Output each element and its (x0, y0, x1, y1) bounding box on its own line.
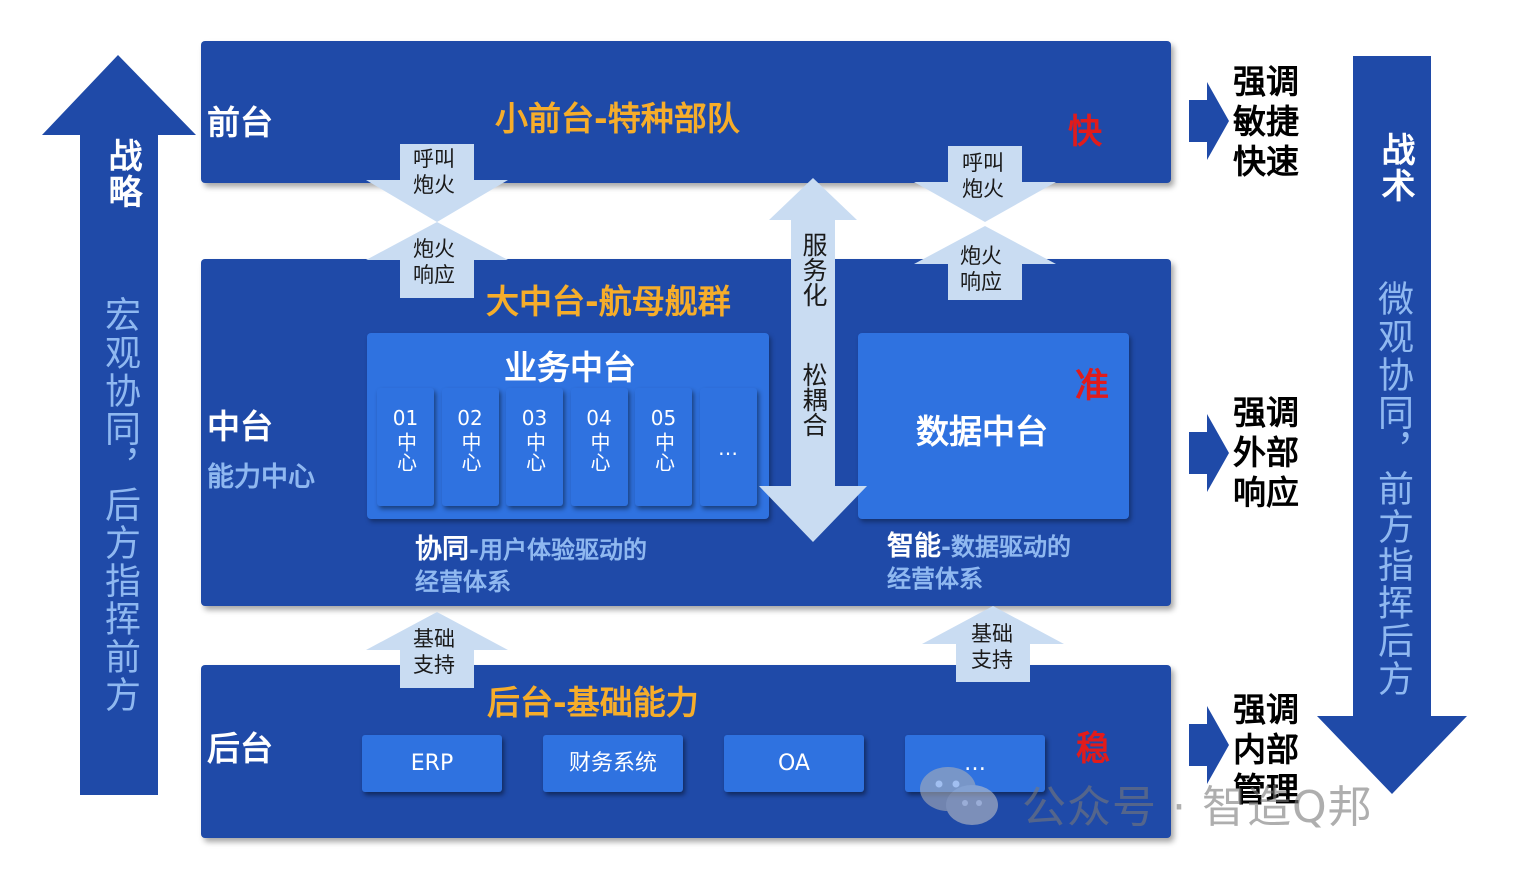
system-box: 财务系统 (543, 735, 683, 792)
emphasis-arrow-bottom (1189, 706, 1229, 784)
call-fire-arrow-left (366, 144, 508, 222)
fire-response-label-right: 炮火响应 (960, 244, 1002, 294)
data-platform-title: 数据中台 (916, 412, 1048, 451)
center-name: 中心 (651, 432, 676, 472)
center-number: 03 (521, 406, 548, 430)
fire-response-label-left: 炮火响应 (413, 237, 455, 287)
call-fire-label-left: 呼叫炮火 (413, 147, 455, 197)
basic-support-arrow-left (366, 612, 508, 688)
collab-strong: 协同 (415, 534, 469, 565)
system-box: ERP (362, 735, 502, 792)
collab-caption: 协同-用户体验驱动的 经营体系 (415, 534, 647, 598)
data-platform (858, 333, 1129, 519)
center-name: 中心 (522, 432, 547, 472)
center-card: … (699, 388, 757, 506)
front-tag: 快 (1068, 112, 1102, 152)
emphasis-middle: 强调外部响应 (1233, 393, 1299, 512)
emphasis-bottom: 强调内部管理 (1233, 690, 1299, 809)
collab-rest: -用户体验驱动的 (469, 536, 647, 564)
data-platform-tag: 准 (1075, 366, 1109, 406)
emphasis-arrow-middle (1189, 414, 1229, 492)
center-number: 01 (392, 406, 419, 430)
center-number: 04 (586, 406, 612, 430)
system-box: OA (724, 735, 864, 792)
basic-support-arrow-right (922, 606, 1064, 682)
middle-sublabel: 能力中心 (207, 462, 315, 493)
center-name: 中心 (458, 432, 482, 472)
middle-title: 大中台-航母舰群 (486, 282, 731, 321)
service-label: 服务化 (799, 232, 828, 307)
back-tag: 稳 (1076, 729, 1110, 769)
basic-support-label-right: 基础支持 (971, 622, 1013, 672)
call-fire-arrow-right (914, 146, 1056, 222)
center-number: 05 (650, 406, 677, 430)
strategy-body: 宏观协同，后方指挥前方 (99, 296, 140, 714)
front-title: 小前台-特种部队 (495, 99, 740, 138)
center-name: 中心 (587, 432, 611, 472)
center-name: 中心 (393, 432, 418, 472)
smart-rest: -数据驱动的 (941, 533, 1071, 561)
strategy-arrow (42, 55, 196, 795)
smart-caption: 智能-数据驱动的 经营体系 (887, 531, 1071, 595)
center-number: … (718, 436, 738, 460)
emphasis-arrow-top (1189, 82, 1229, 160)
front-label: 前台 (207, 103, 273, 142)
tactics-body: 微观协同，前方指挥后方 (1372, 280, 1413, 698)
back-title: 后台-基础能力 (487, 683, 699, 722)
tactics-arrow (1317, 56, 1467, 794)
service-loose-coupling-arrow (759, 178, 867, 542)
basic-support-label-left: 基础支持 (413, 627, 455, 677)
smart-strong: 智能 (887, 531, 941, 562)
loose-coupling-label: 松耦合 (799, 362, 828, 437)
smart-line2: 经营体系 (887, 565, 983, 593)
business-platform-title: 业务中台 (504, 348, 636, 387)
call-fire-label-right: 呼叫炮火 (962, 151, 1004, 201)
fire-response-arrow-right (914, 226, 1056, 300)
middle-label: 中台 (207, 407, 273, 446)
tactics-title: 战术 (1375, 132, 1415, 204)
watermark-text: 公众号 · 智造Q邦 (1022, 782, 1373, 833)
center-number: 02 (457, 406, 483, 430)
fire-response-arrow-left (366, 222, 508, 298)
wechat-icon (920, 767, 998, 825)
collab-line2: 经营体系 (415, 568, 511, 596)
emphasis-top: 强调敏捷快速 (1233, 62, 1299, 181)
back-label: 后台 (207, 729, 273, 768)
strategy-title: 战略 (102, 138, 142, 210)
